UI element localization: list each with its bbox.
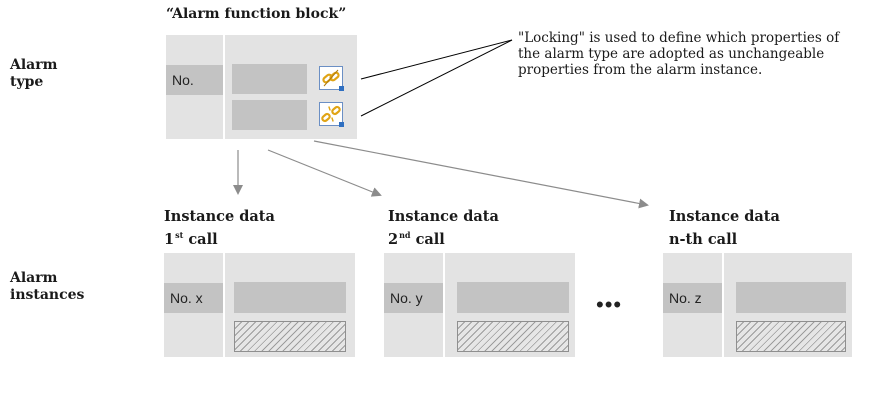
instance-1-title: Instance data 1st call [164, 208, 275, 249]
note-pointer-line-2 [360, 39, 513, 117]
instance-2-number-label: No. y [384, 283, 443, 313]
locking-note: "Locking" is used to define which proper… [518, 30, 840, 78]
instance-1-call-word: call [183, 231, 218, 248]
property-field-1 [232, 64, 307, 94]
icon-corner-marker [339, 122, 344, 127]
instance-2-property-field [457, 282, 569, 313]
block-divider [722, 253, 724, 357]
block-divider [443, 253, 445, 357]
instance-n-title-line1: Instance data [669, 208, 780, 225]
chain-linked-icon [319, 66, 344, 91]
arrow-to-instance-2 [267, 149, 382, 197]
instance-1-block: No. x [164, 253, 355, 357]
alarm-type-block: No. [166, 35, 357, 139]
instance-n-locked-field [736, 321, 846, 352]
instance-n-block: No. z [663, 253, 852, 357]
more-instances-ellipsis: ••• [596, 292, 623, 317]
instance-n-title: Instance data n-th call [669, 208, 780, 249]
instance-2-title-line2: 2nd call [388, 226, 499, 249]
instance-n-number-label: No. z [663, 283, 722, 313]
instance-1-property-field [234, 282, 346, 313]
instance-n-call-number: n-th call [669, 231, 738, 248]
instance-2-title: Instance data 2nd call [388, 208, 499, 249]
instance-2-call-number: 2 [388, 231, 399, 248]
note-pointer-line-1 [360, 39, 513, 80]
chain-unlinked-icon [319, 102, 344, 127]
instance-n-property-field [736, 282, 846, 313]
instance-n-title-line2: n-th call [669, 226, 780, 249]
instance-1-call-suffix: st [175, 230, 184, 240]
instance-2-call-suffix: nd [399, 230, 411, 240]
block-divider [223, 35, 225, 139]
instance-2-locked-field [457, 321, 569, 352]
alarm-type-label-line1: Alarm [10, 57, 58, 73]
property-field-2 [232, 100, 307, 130]
alarm-type-label: Alarm type [10, 57, 57, 91]
instance-2-title-line1: Instance data [388, 208, 499, 225]
number-label: No. [166, 65, 223, 95]
block-title: “Alarm function block” [166, 6, 347, 22]
instance-1-number-label: No. x [164, 283, 223, 313]
icon-corner-marker [339, 86, 344, 91]
instance-2-block: No. y [384, 253, 575, 357]
arrow-to-instance-n [313, 140, 649, 209]
alarm-instances-label-line2: instances [10, 287, 85, 303]
instance-1-call-number: 1 [164, 231, 175, 248]
alarm-instances-label: Alarm instances [10, 270, 84, 304]
alarm-type-label-line2: type [10, 74, 44, 90]
instance-1-title-line2: 1st call [164, 226, 275, 249]
instance-2-call-word: call [410, 231, 445, 248]
alarm-instances-label-line1: Alarm [10, 270, 58, 286]
block-divider [223, 253, 225, 357]
instance-1-title-line1: Instance data [164, 208, 275, 225]
instance-1-locked-field [234, 321, 346, 352]
